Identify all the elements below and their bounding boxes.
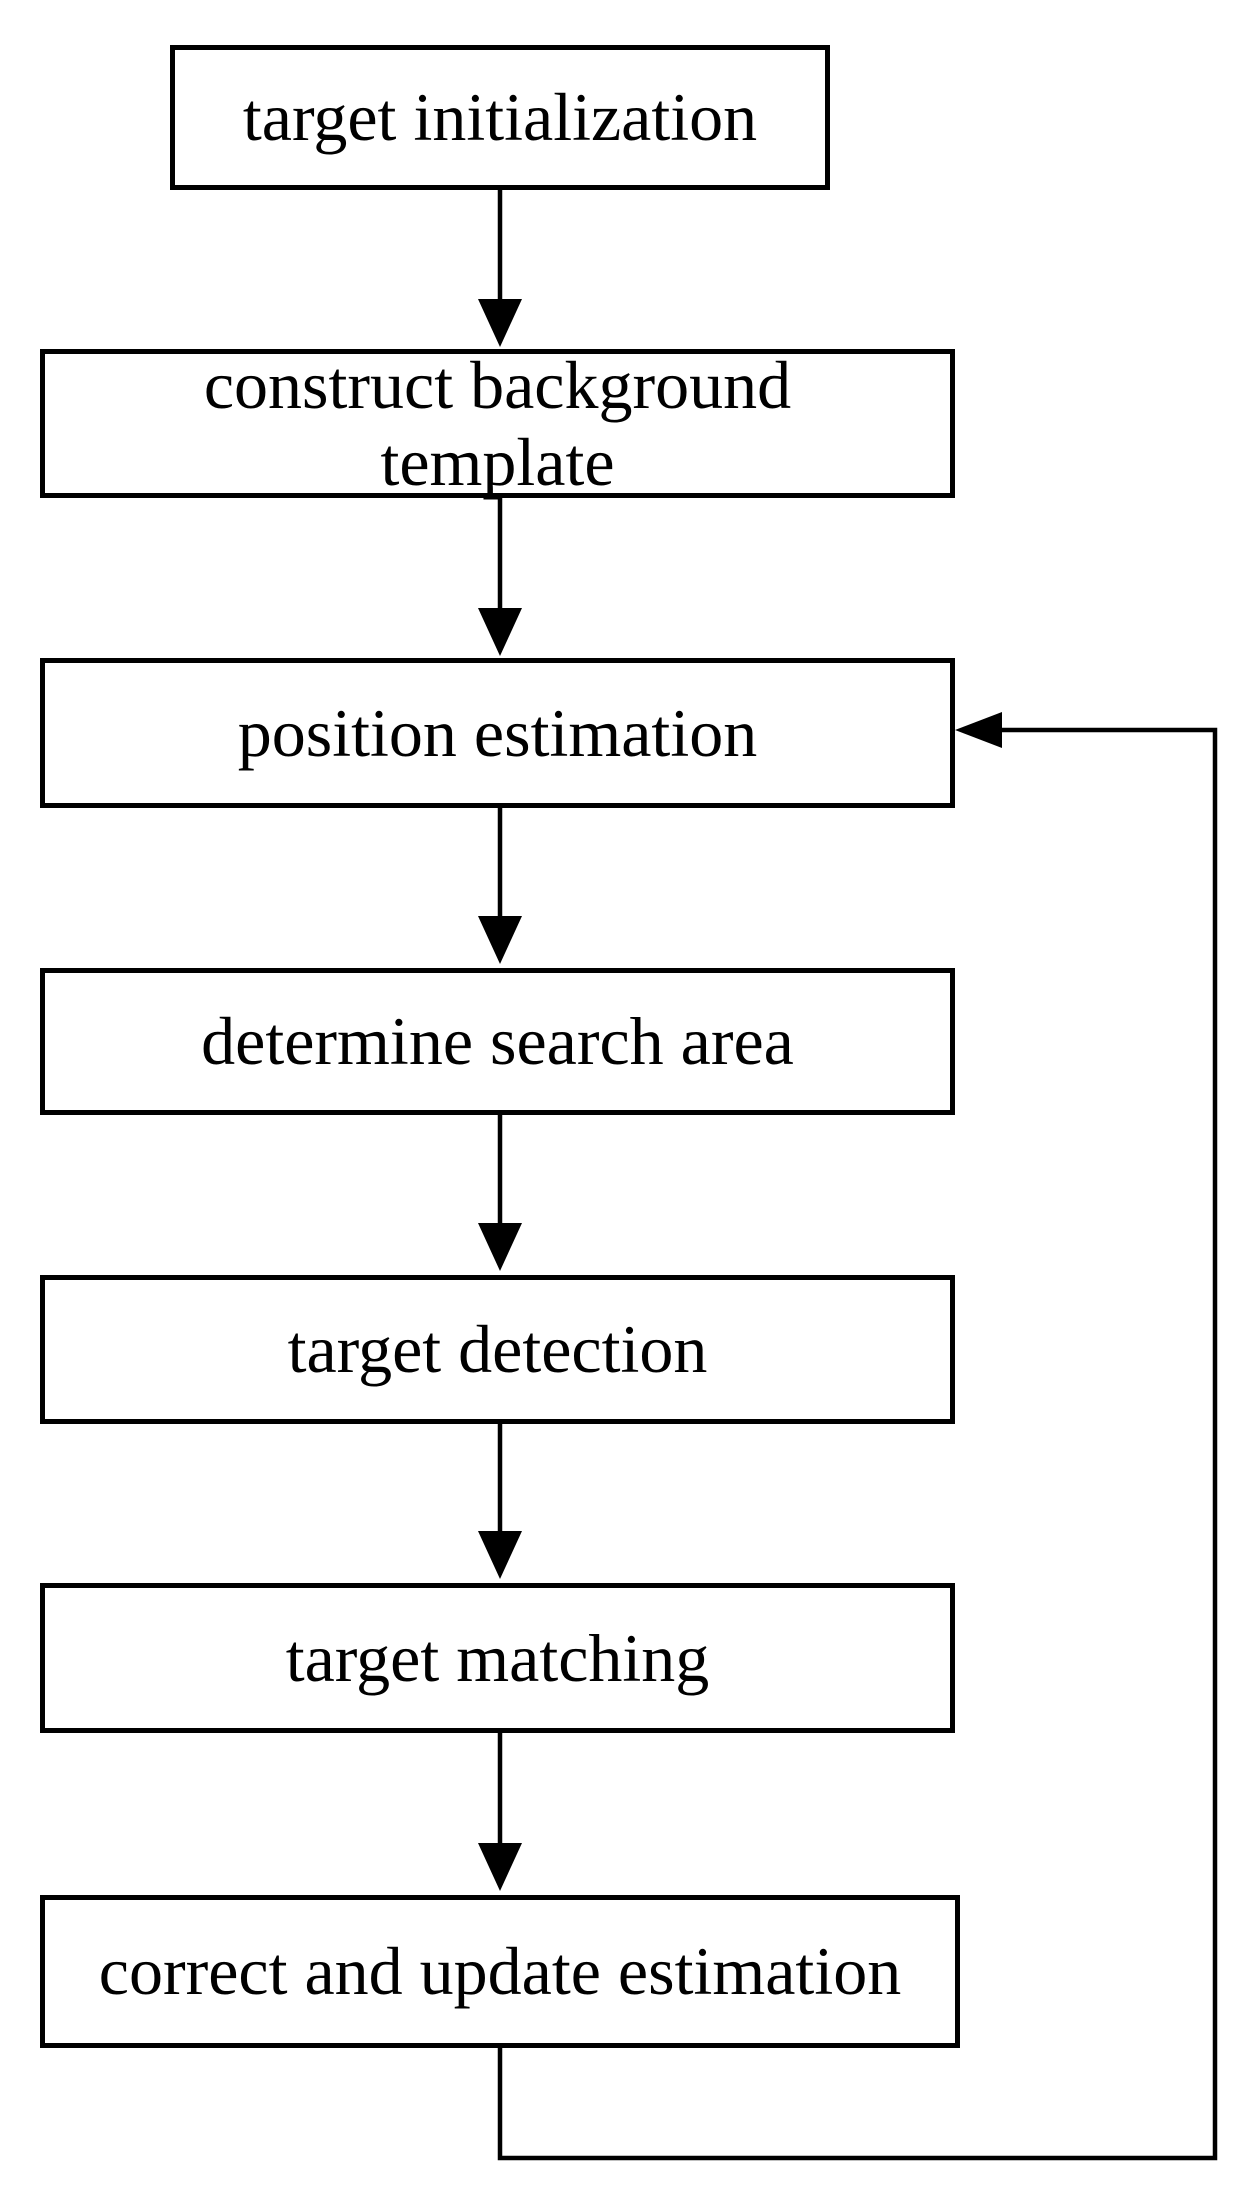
- edge-target-detection-to-target-matching: [478, 1424, 522, 1579]
- edge-construct-background-template-to-position-estimation: [478, 498, 522, 656]
- flow-node-correct-and-update-estimation: correct and update estimation: [40, 1895, 960, 2048]
- flow-node-target-detection: target detection: [40, 1275, 955, 1424]
- flow-node-determine-search-area: determine search area: [40, 968, 955, 1115]
- edge-target-initialization-to-construct-background-template: [478, 190, 522, 347]
- flow-node-position-estimation: position estimation: [40, 658, 955, 808]
- arrowhead-down-icon: [478, 916, 522, 964]
- flow-node-label: target initialization: [242, 79, 758, 156]
- flow-node-target-initialization: target initialization: [170, 45, 830, 190]
- flow-node-construct-background-template: construct background template: [40, 347, 955, 500]
- arrowhead-down-icon: [478, 1531, 522, 1579]
- flow-node-label: construct background template: [203, 347, 792, 500]
- arrowhead-left-icon: [955, 712, 1002, 748]
- edge-target-matching-to-correct-and-update-estimation: [478, 1733, 522, 1891]
- arrowhead-down-icon: [478, 1843, 522, 1891]
- arrowhead-down-icon: [478, 608, 522, 656]
- flow-node-label: position estimation: [237, 694, 758, 771]
- flow-node-label: target matching: [285, 1619, 710, 1696]
- arrowhead-down-icon: [478, 1223, 522, 1271]
- flow-node-target-matching: target matching: [40, 1583, 955, 1733]
- edge-determine-search-area-to-target-detection: [478, 1115, 522, 1271]
- flow-node-label: target detection: [287, 1311, 708, 1388]
- flow-node-label: determine search area: [201, 1003, 794, 1080]
- flow-node-label: correct and update estimation: [98, 1933, 902, 2010]
- edge-position-estimation-to-determine-search-area: [478, 808, 522, 964]
- arrowhead-down-icon: [478, 299, 522, 347]
